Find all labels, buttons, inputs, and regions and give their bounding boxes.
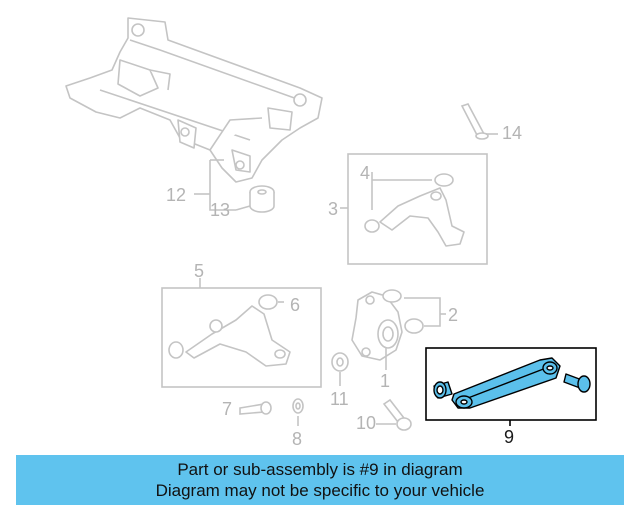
callout-3: 3: [328, 199, 339, 219]
upper-arm-drawing: [364, 173, 465, 247]
bolt-10-drawing: [376, 398, 412, 431]
banner-line-2: Diagram may not be specific to your vehi…: [155, 481, 485, 500]
callout-14: 14: [502, 123, 523, 143]
washer-11-drawing: [331, 352, 349, 386]
bushing-13-drawing: [249, 185, 275, 213]
lower-arm-drawing: [168, 294, 291, 367]
bolt-14-drawing: [460, 103, 498, 140]
callout-5: 5: [194, 261, 205, 281]
bolt-7-drawing: [239, 401, 272, 415]
callout-6: 6: [290, 295, 301, 315]
group-5-box: [161, 278, 322, 388]
callout-13: 13: [210, 200, 231, 220]
group-3-box: [340, 153, 488, 265]
callout-9: 9: [504, 427, 515, 447]
callout-11: 11: [330, 389, 349, 409]
knuckle-drawing: [351, 289, 424, 361]
subframe-drawing: [65, 17, 323, 183]
callout-8: 8: [292, 429, 303, 449]
callout-7: 7: [222, 399, 233, 419]
callout-12: 12: [166, 185, 187, 205]
callout-2-leaders: [385, 297, 446, 370]
info-banner: Part or sub-assembly is #9 in diagram Di…: [16, 455, 624, 505]
parts-diagram: [65, 17, 597, 431]
callout-10: 10: [356, 413, 377, 433]
nut-8-drawing: [292, 398, 304, 426]
part-9-drawing[interactable]: [433, 357, 591, 409]
callout-4: 4: [360, 163, 371, 183]
banner-line-1: Part or sub-assembly is #9 in diagram: [177, 460, 463, 479]
callout-1: 1: [380, 371, 391, 391]
callout-2: 2: [448, 305, 459, 325]
callout-12-13-leaders: [194, 159, 251, 211]
